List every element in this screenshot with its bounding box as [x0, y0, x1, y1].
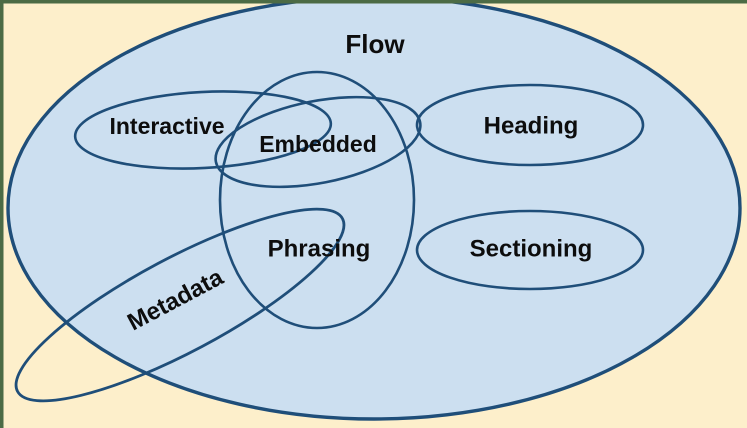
- set-ellipse-flow[interactable]: [6, 0, 742, 421]
- set-label-sectioning: Sectioning: [470, 235, 593, 262]
- set-label-embedded: Embedded: [259, 131, 377, 157]
- frame-top-edge: [0, 0, 747, 4]
- set-label-interactive: Interactive: [109, 113, 224, 139]
- set-label-phrasing: Phrasing: [268, 235, 371, 262]
- set-ellipse-heading[interactable]: [415, 83, 645, 167]
- set-label-heading: Heading: [484, 112, 579, 139]
- set-ellipse-interactive[interactable]: [73, 85, 333, 174]
- set-ellipse-phrasing[interactable]: [218, 70, 416, 330]
- set-ellipse-metadata[interactable]: [0, 177, 365, 428]
- frame-left-edge: [0, 0, 4, 428]
- set-ellipse-embedded[interactable]: [208, 82, 428, 202]
- set-ellipse-sectioning[interactable]: [415, 209, 645, 291]
- set-label-flow: Flow: [345, 29, 405, 59]
